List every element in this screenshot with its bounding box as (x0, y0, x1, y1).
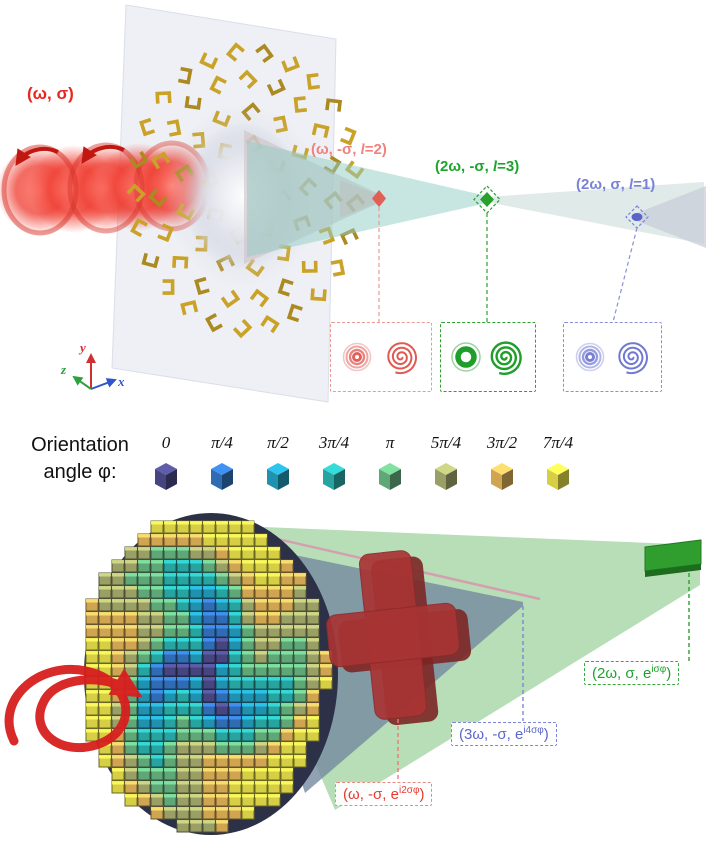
beam-label-2omega-blue: (2ω, σ, l=1) (576, 176, 655, 194)
orientation-cube-3 (323, 463, 345, 490)
orientation-legend: 0 π/4 π/2 3π/4 π 5π/4 3π/2 7π/4 (138, 433, 586, 491)
red-vortex-patterns (342, 342, 418, 375)
axis-x-label: x (118, 374, 125, 389)
output-0-prefix: (2ω, σ, e (592, 665, 652, 682)
output-0-sup: iσφ (651, 664, 667, 675)
output-1-sup: i4σφ (523, 725, 544, 736)
input-beam-label: (ω, σ) (27, 84, 74, 103)
legend-label-5: 5π/4 (430, 433, 462, 452)
orientation-cube-1 (211, 463, 233, 490)
beam-label-omega-prefix: (ω, -σ, (311, 141, 361, 158)
focal-markers (372, 185, 649, 229)
output-label-omega: (ω, -σ, ei2σφ) (335, 782, 433, 806)
orientation-cube-7 (547, 463, 569, 490)
legend-label-1: π/4 (211, 433, 233, 452)
legend-label-0: 0 (161, 433, 171, 452)
legend-title-line2: angle φ: (43, 461, 117, 483)
legend-label-6: 3π/2 (486, 433, 518, 452)
legend-label-2: π/2 (267, 433, 289, 452)
output-1-prefix: (3ω, -σ, e (459, 726, 524, 743)
legend-label-3: 3π/4 (318, 433, 350, 452)
metasurface-cube-mosaic (85, 520, 333, 833)
legend-item: π (362, 433, 418, 491)
beam-label-green-l: l (492, 159, 498, 175)
green-vortex-patterns (451, 341, 522, 376)
beam-label-omega: (ω, -σ, l=2) (311, 141, 387, 159)
legend-item: 7π/4 (530, 433, 586, 491)
output-1-suffix: ) (543, 726, 549, 743)
marker-drop-lines (378, 207, 638, 323)
top-scene (0, 4, 706, 403)
legend-item: 3π/4 (306, 433, 362, 491)
beam-label-green-suffix: =3) (497, 158, 520, 175)
legend-item: 3π/2 (474, 433, 530, 491)
beam-label-2omega-green: (2ω, -σ, l=3) (435, 158, 519, 176)
beam-label-omega-suffix: =2) (364, 141, 387, 158)
blue-vortex-patterns (575, 342, 649, 375)
output-0-suffix: ) (666, 665, 672, 682)
output-2-suffix: ) (419, 786, 425, 803)
coordinate-axes (72, 353, 117, 390)
legend-label-7: 7π/4 (542, 433, 574, 452)
orientation-cube-6 (491, 463, 513, 490)
orientation-cube-2 (267, 463, 289, 490)
label-connectors (397, 573, 690, 781)
pattern-box-green (440, 322, 536, 392)
output-cones (244, 130, 706, 264)
output-label-3omega: (3ω, -σ, ei4σφ) (451, 722, 557, 746)
red-cross-beam (326, 550, 472, 726)
input-spiral-arrow (4, 665, 143, 753)
beam-label-blue-l: l (628, 177, 634, 193)
output-2-sup: i2σφ (398, 785, 420, 796)
beam-label-blue-prefix: (2ω, σ, (576, 176, 629, 193)
legend-item: 0 (138, 433, 194, 491)
legend-item: π/2 (250, 433, 306, 491)
legend-title-line1: Orientation (31, 434, 129, 456)
green-slab (644, 539, 702, 577)
pattern-box-red (330, 322, 432, 392)
legend-item: 5π/4 (418, 433, 474, 491)
orientation-cube-4 (379, 463, 401, 490)
beam-label-blue-suffix: =1) (633, 176, 656, 193)
output-label-2omega: (2ω, σ, eiσφ) (584, 661, 680, 685)
beam-label-green-prefix: (2ω, -σ, (435, 158, 493, 175)
output-2-prefix: (ω, -σ, e (343, 786, 399, 803)
beam-label-omega-l: l (360, 142, 365, 158)
legend-item: π/4 (194, 433, 250, 491)
orientation-cube-5 (435, 463, 457, 490)
legend-label-4: π (385, 433, 395, 452)
axis-y-label: y (80, 340, 86, 355)
pattern-box-blue (563, 322, 662, 392)
legend-title: Orientation angle φ: (20, 432, 140, 486)
axis-z-label: z (61, 362, 67, 377)
bottom-scene (4, 513, 702, 835)
orientation-cube-0 (155, 463, 177, 490)
